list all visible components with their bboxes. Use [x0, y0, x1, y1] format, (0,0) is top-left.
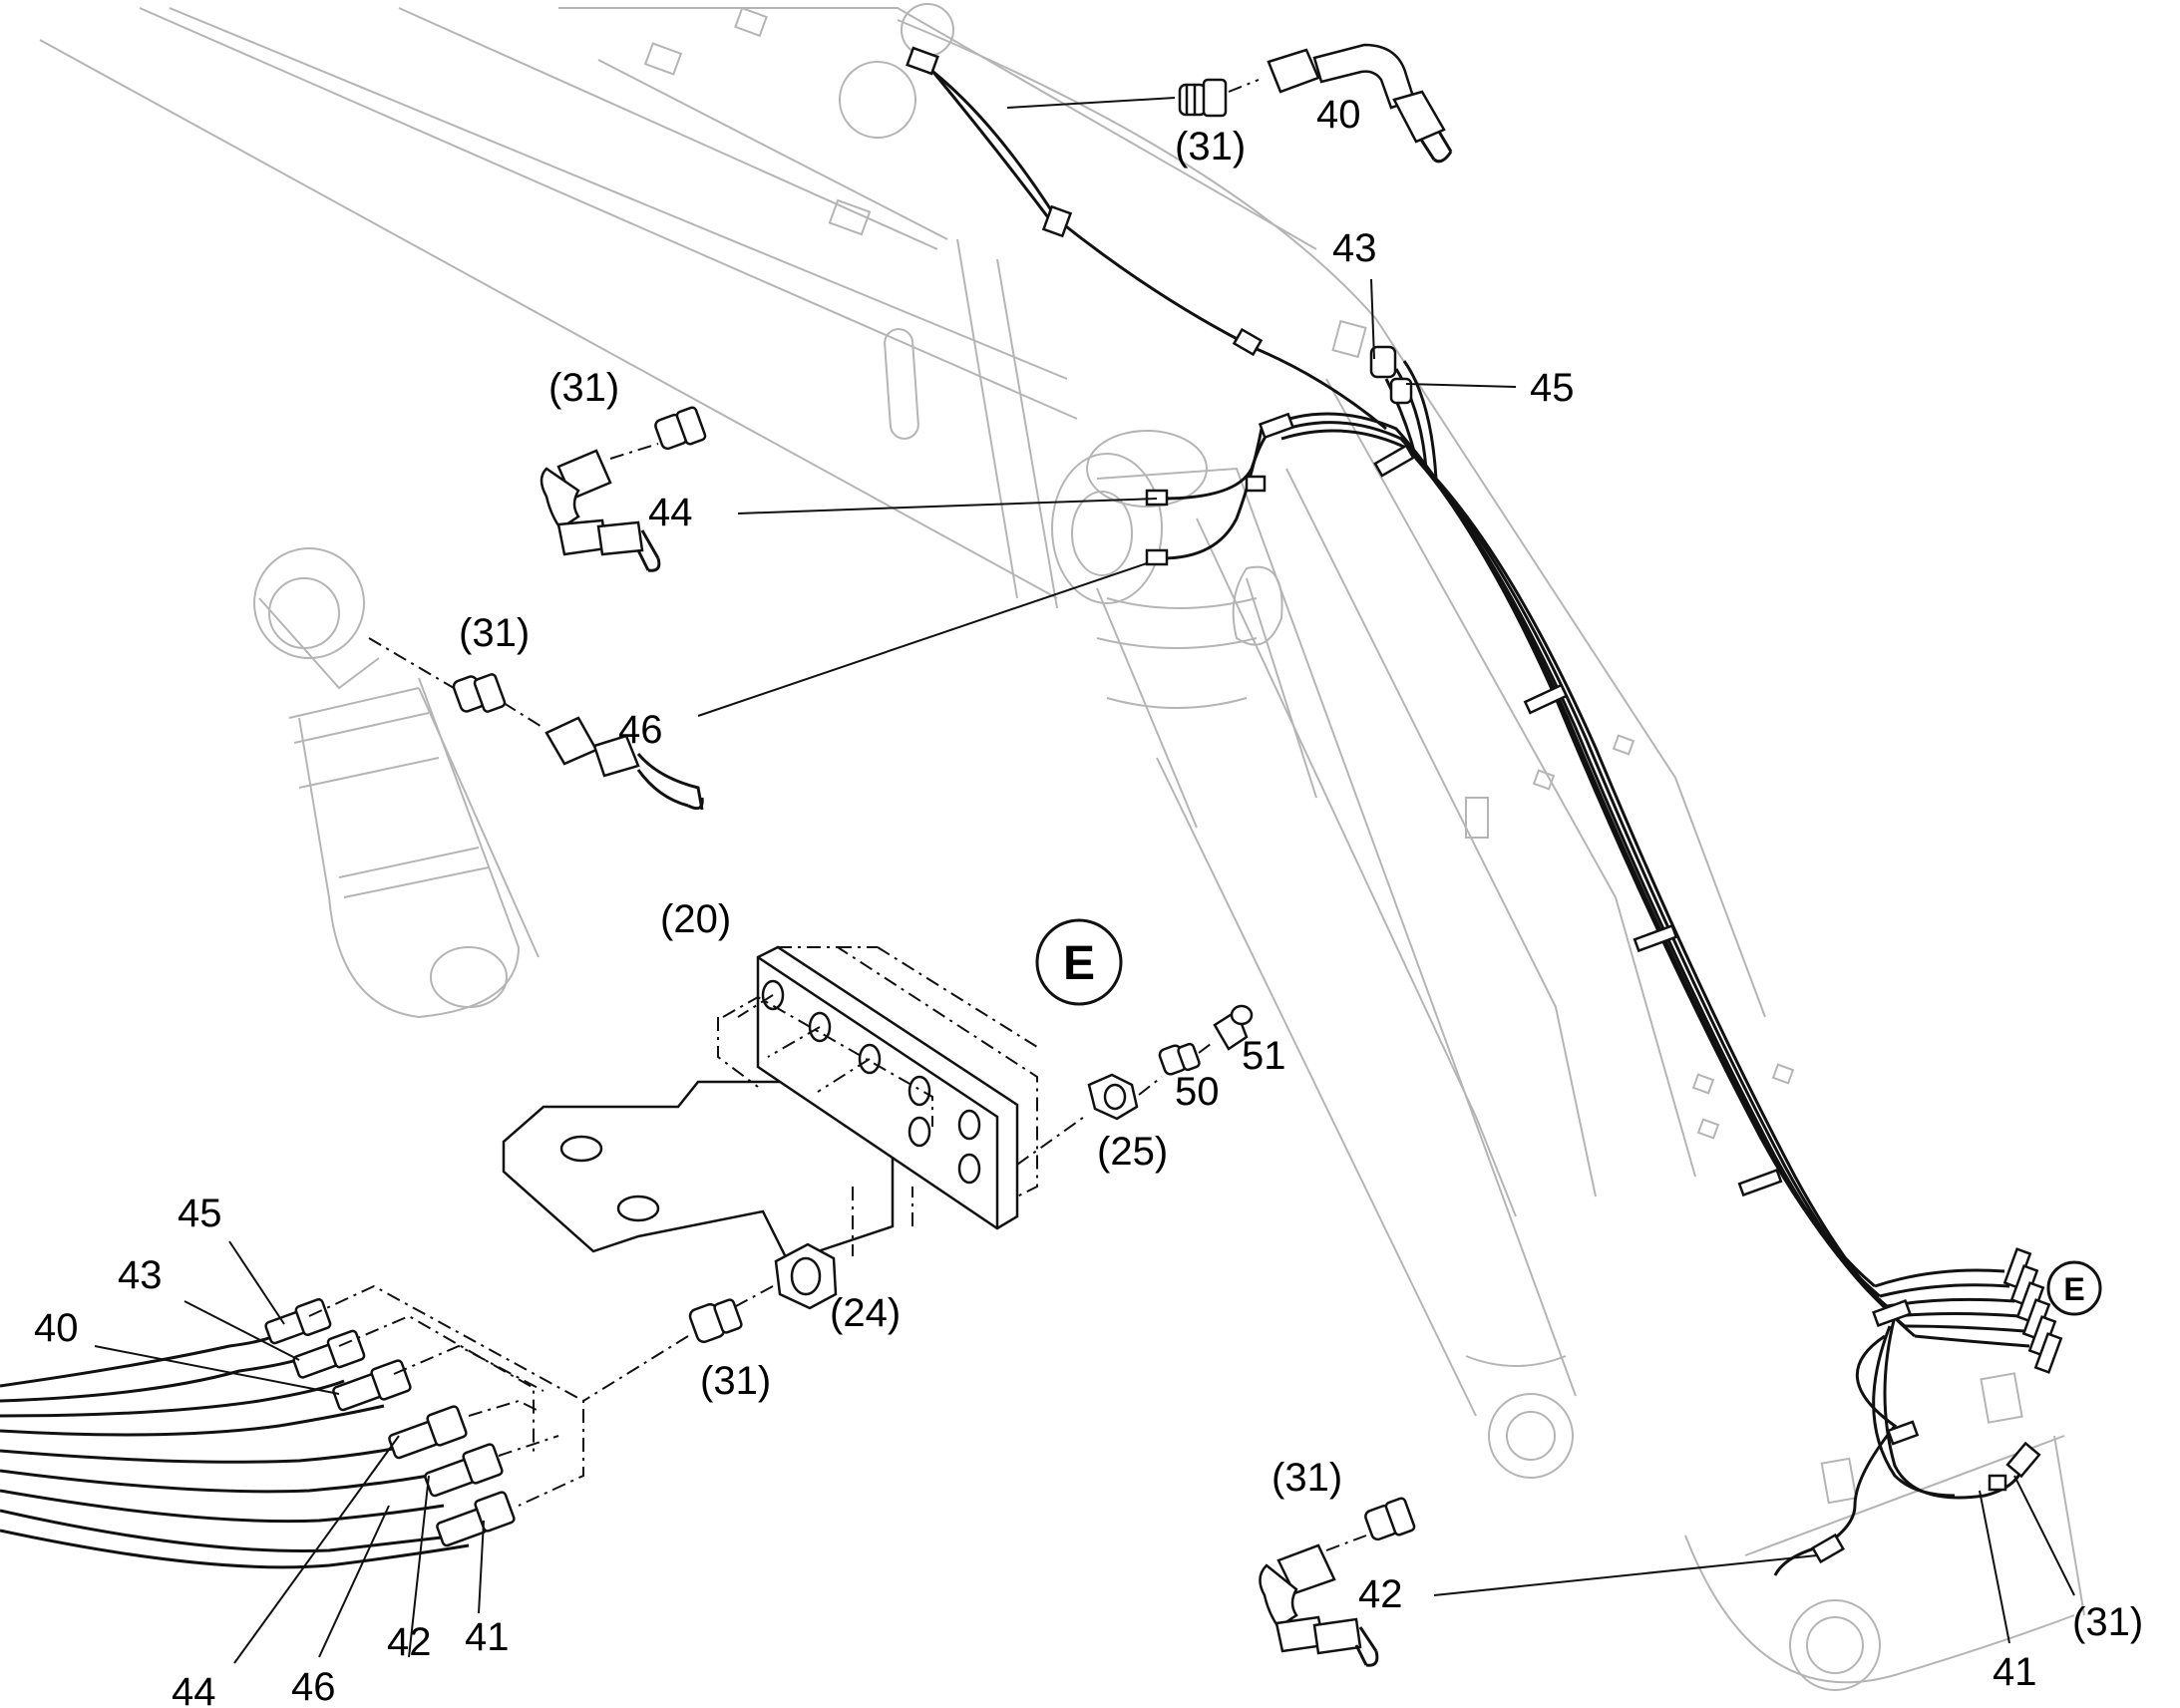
adapter-31-top [1178, 78, 1228, 118]
bushing-24 [774, 1242, 838, 1310]
callout-31-brr: (31) [2072, 1600, 2143, 1644]
callout-43-bot: 43 [118, 1253, 163, 1297]
adapter-31-cylinder [452, 673, 507, 713]
detail-marker-e-right-label: E [2063, 1271, 2084, 1307]
arm-cylinder [1051, 430, 1577, 1479]
callout-44-mid: 44 [648, 491, 693, 534]
manifold-fittings-right [2002, 1247, 2063, 1374]
callout-40-bot: 40 [34, 1306, 79, 1350]
adapter-50 [1158, 1042, 1201, 1076]
callout-31-br: (31) [1272, 1456, 1342, 1500]
adapter-31-br [1364, 1497, 1416, 1541]
callout-31-left: (31) [548, 366, 619, 410]
hose-end-46 [545, 716, 704, 811]
hose-end-40-top [1267, 43, 1453, 164]
callout-40-top: 40 [1316, 93, 1361, 137]
cap-51 [1213, 1004, 1254, 1051]
fitting-group-cylinder [368, 637, 704, 811]
hose-end-45 [264, 1297, 332, 1345]
callout-labels: 40 (31) 43 45 (31) 44 (31) 46 (20) 51 50… [34, 93, 2143, 1708]
callout-41-br: 41 [1993, 1650, 2037, 1694]
callout-46-bot: 46 [291, 1665, 336, 1708]
callout-42-bot: 42 [387, 1620, 432, 1664]
hose-bundle-boom [916, 58, 2063, 1576]
detail-marker-e-right: E [2046, 1260, 2102, 1316]
callout-24: (24) [830, 1291, 901, 1335]
hose-end-43 [292, 1329, 366, 1379]
adapter-31-lower [688, 1298, 743, 1344]
callout-50: 50 [1175, 1070, 1220, 1114]
hose-elbow-left [540, 449, 661, 572]
detail-marker-e-block: E [1035, 918, 1123, 1006]
hose-ends-lower-left [0, 1240, 584, 1664]
hose-end-44-bot [388, 1405, 468, 1460]
hose-end-42-bot [424, 1443, 504, 1498]
adapter-31-left [654, 406, 707, 451]
callout-51: 51 [1242, 1034, 1286, 1078]
callout-25: (25) [1097, 1130, 1168, 1174]
callout-31-cylinder: (31) [459, 611, 530, 655]
callout-31-lower: (31) [700, 1359, 771, 1403]
detail-marker-e-block-label: E [1063, 937, 1095, 990]
callout-43-top: 43 [1332, 226, 1377, 270]
callout-31-top: (31) [1175, 125, 1246, 169]
hose-elbow-42 [1259, 1543, 1379, 1667]
boom-structure [39, 3, 2085, 1691]
callout-41-bot: 41 [465, 1615, 510, 1659]
callout-42-br: 42 [1358, 1572, 1403, 1616]
callout-44-bot: 44 [172, 1670, 216, 1708]
hose-end-41-bot [436, 1491, 516, 1547]
callout-45-top: 45 [1530, 366, 1575, 410]
fitting-group-left [540, 406, 707, 572]
callout-46-mid: 46 [618, 708, 663, 752]
callout-20: (20) [660, 897, 731, 941]
boom-cylinder-left [253, 547, 540, 1019]
hose-end-40-bot [332, 1359, 412, 1412]
nut-25 [1087, 1073, 1139, 1121]
fitting-group-bottom-right [1259, 1475, 2075, 1667]
callout-45-bot: 45 [178, 1192, 222, 1235]
fitting-group-top [906, 43, 1453, 164]
mounting-bracket-20 [502, 945, 1088, 1263]
